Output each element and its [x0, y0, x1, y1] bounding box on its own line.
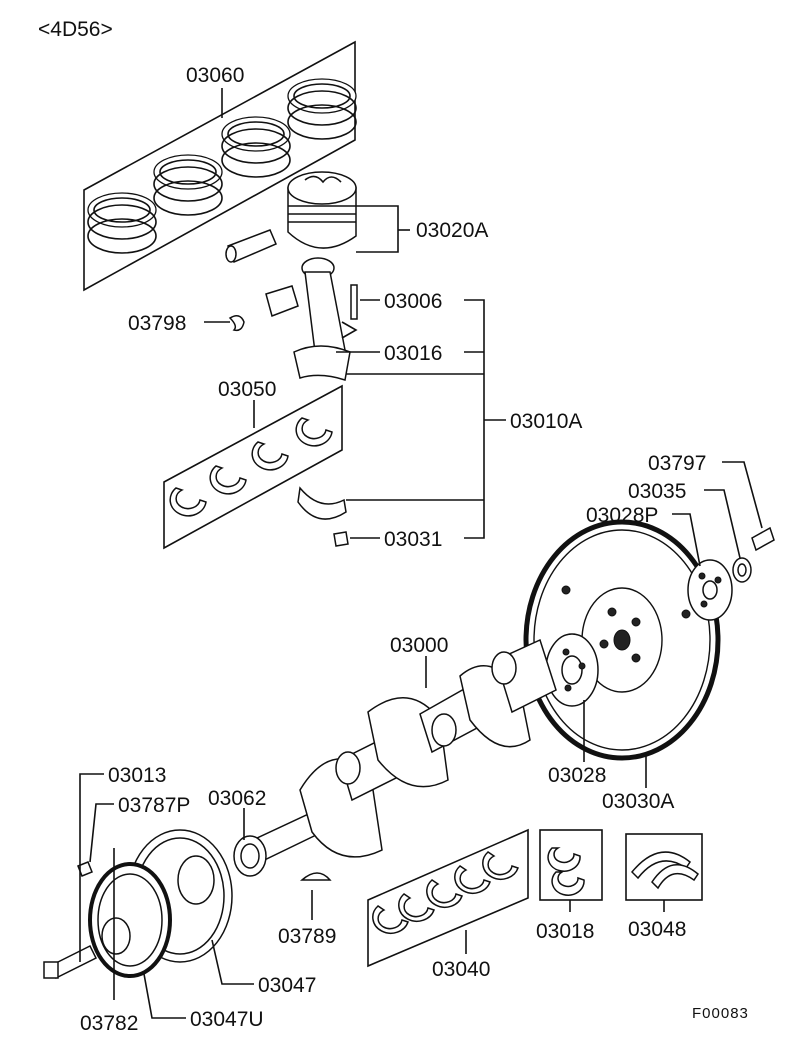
flywheel-illustration	[523, 519, 775, 761]
callout-03018[interactable]: 03018	[536, 900, 594, 943]
figure-code: F00083	[692, 1005, 749, 1022]
callout-03035[interactable]: 03035	[628, 480, 741, 559]
label-03040: 03040	[432, 958, 490, 981]
piston-ring-set-illustration	[83, 40, 357, 292]
label-03782: 03782	[80, 1012, 138, 1035]
label-03013: 03013	[108, 764, 166, 787]
label-03062: 03062	[208, 787, 266, 810]
label-03020A: 03020A	[416, 219, 488, 242]
main-bearing-set-illustration	[367, 828, 529, 968]
label-03060: 03060	[186, 64, 244, 87]
callout-03040[interactable]: 03040	[432, 930, 490, 981]
callout-03047U[interactable]: 03047U	[143, 973, 264, 1031]
label-03798: 03798	[128, 312, 186, 335]
label-03028P: 03028P	[586, 504, 658, 527]
label-03047: 03047	[258, 974, 316, 997]
callout-03782[interactable]: 03782	[80, 848, 138, 1035]
callout-03050[interactable]: 03050	[218, 378, 276, 428]
callout-03006[interactable]: 03006	[360, 290, 442, 313]
connecting-rod-illustration	[228, 257, 358, 547]
callout-03787P[interactable]: 03787P	[89, 794, 190, 863]
label-03047U: 03047U	[190, 1008, 264, 1031]
callout-03028P[interactable]: 03028P	[586, 504, 701, 567]
callout-03789[interactable]: 03789	[278, 890, 336, 948]
label-03006: 03006	[384, 290, 442, 313]
label-03018: 03018	[536, 920, 594, 943]
callout-03047[interactable]: 03047	[211, 939, 316, 997]
conrod-bearing-set-illustration	[163, 384, 343, 550]
label-03030A: 03030A	[602, 790, 674, 813]
label-03050: 03050	[218, 378, 276, 401]
engine-code: <4D56>	[38, 18, 113, 41]
label-03789: 03789	[278, 925, 336, 948]
callout-03798[interactable]: 03798	[128, 312, 230, 335]
callout-03031[interactable]: 03031	[350, 528, 442, 551]
callout-03010A[interactable]: 03010A	[346, 299, 582, 539]
callout-03060[interactable]: 03060	[186, 64, 244, 118]
label-03000: 03000	[390, 634, 448, 657]
label-03787P: 03787P	[118, 794, 190, 817]
crank-pulley-illustration	[43, 829, 233, 980]
crankshaft-illustration	[233, 638, 557, 881]
callout-03016[interactable]: 03016	[336, 342, 442, 365]
label-03048: 03048	[628, 918, 686, 941]
piston-illustration	[225, 171, 357, 263]
callout-03028[interactable]: 03028	[548, 700, 606, 787]
label-03031: 03031	[384, 528, 442, 551]
callout-03062[interactable]: 03062	[208, 787, 266, 840]
callout-03030A[interactable]: 03030A	[602, 752, 674, 813]
label-03016: 03016	[384, 342, 442, 365]
label-03010A: 03010A	[510, 410, 582, 433]
thrust-bearing-illustration	[539, 829, 703, 901]
callout-03013[interactable]: 03013	[79, 764, 166, 962]
callout-03048[interactable]: 03048	[628, 900, 686, 941]
callout-03797[interactable]: 03797	[648, 452, 763, 529]
label-03797: 03797	[648, 452, 706, 475]
label-03028: 03028	[548, 764, 606, 787]
label-03035: 03035	[628, 480, 686, 503]
callout-03000[interactable]: 03000	[390, 634, 448, 688]
callout-03020A[interactable]: 03020A	[356, 205, 488, 253]
